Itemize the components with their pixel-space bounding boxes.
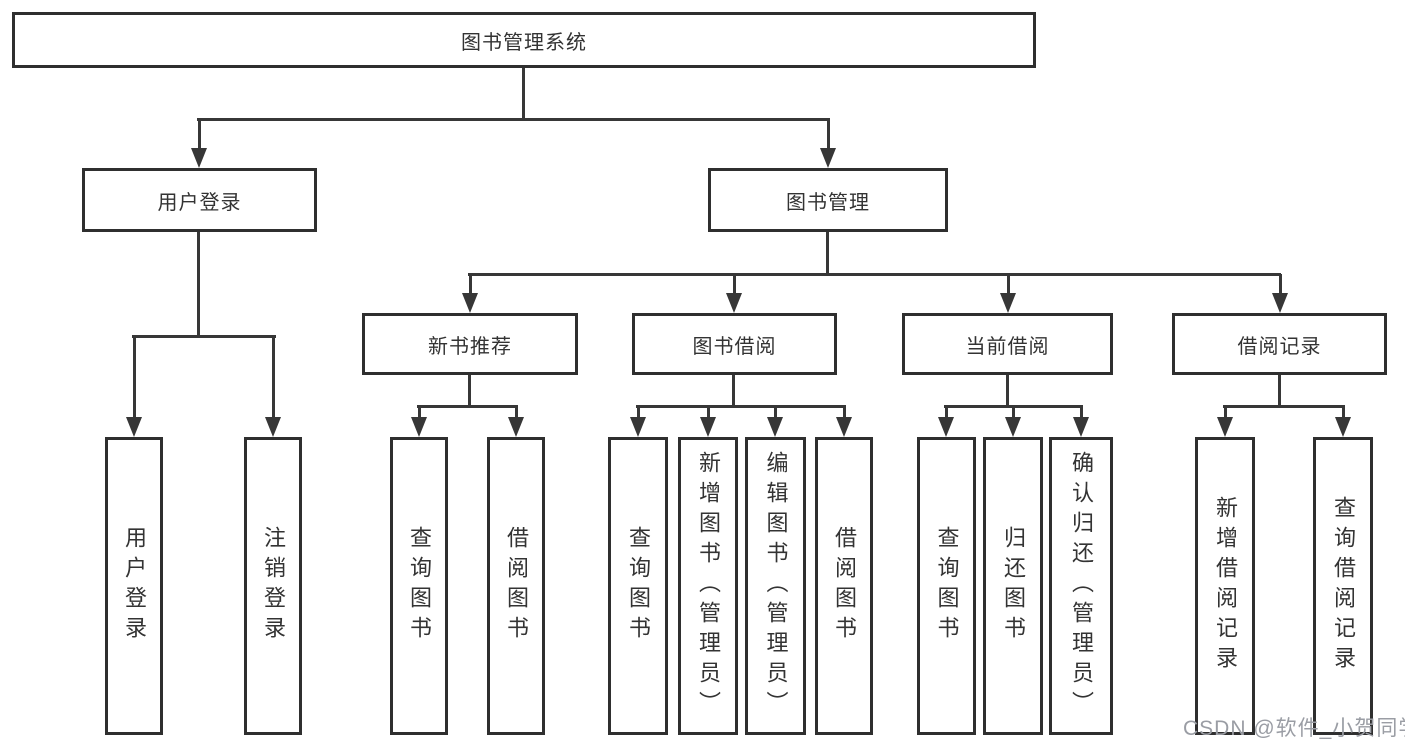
leaf-add-borrow-record: 新增借阅记录: [1195, 437, 1255, 735]
arrow-down-icon: [265, 336, 282, 437]
leaf-edit-books-admin: 编辑图书（管理员）: [745, 437, 806, 735]
connector-line: [1223, 405, 1345, 408]
connector-line: [636, 405, 846, 408]
connector-line: [132, 335, 276, 338]
leaf-label: 新增图书（管理员）: [696, 451, 721, 721]
leaf-label: 用户登录: [122, 526, 147, 646]
node-book-management: 图书管理: [708, 168, 948, 232]
leaf-logout: 注销登录: [244, 437, 302, 735]
connector-line: [197, 230, 200, 338]
arrow-down-icon: [630, 406, 647, 437]
leaf-label: 借阅图书: [832, 526, 857, 646]
leaf-user-login: 用户登录: [105, 437, 163, 735]
leaf-label: 编辑图书（管理员）: [763, 451, 789, 721]
arrow-down-icon: [1073, 406, 1090, 437]
leaf-label: 查询图书: [934, 526, 960, 646]
node-current-borrowing: 当前借阅: [902, 313, 1113, 375]
arrow-down-icon: [1005, 406, 1022, 437]
leaf-label: 新增借阅记录: [1213, 496, 1238, 676]
leaf-borrow-books: 借阅图书: [815, 437, 873, 735]
arrow-down-icon: [508, 406, 525, 437]
leaf-label: 归还图书: [1001, 526, 1026, 646]
connector-line: [732, 373, 735, 408]
arrow-down-icon: [411, 406, 428, 437]
leaf-query-borrow-record: 查询借阅记录: [1313, 437, 1373, 735]
connector-line: [826, 230, 829, 276]
leaf-label: 借阅图书: [504, 526, 529, 646]
arrow-down-icon: [1335, 406, 1352, 437]
arrow-down-icon: [1000, 274, 1017, 313]
arrow-down-icon: [191, 118, 208, 168]
arrow-down-icon: [1217, 406, 1234, 437]
leaf-label: 确认归还（管理员）: [1069, 451, 1094, 721]
connector-line: [197, 118, 829, 121]
watermark-text: CSDN @软件_小贺同学: [1183, 717, 1405, 740]
arrow-down-icon: [126, 336, 143, 437]
arrow-down-icon: [700, 406, 717, 437]
leaf-label: 查询图书: [626, 526, 651, 646]
leaf-return-books: 归还图书: [983, 437, 1043, 735]
node-borrowing-records: 借阅记录: [1172, 313, 1387, 375]
node-book-borrowing: 图书借阅: [632, 313, 837, 375]
connector-line: [522, 66, 525, 120]
leaf-label: 查询图书: [407, 526, 432, 646]
connector-line: [468, 373, 471, 408]
connector-line: [1006, 373, 1009, 408]
arrow-down-icon: [462, 274, 479, 313]
leaf-add-books-admin: 新增图书（管理员）: [678, 437, 738, 735]
leaf-query-books-recommend: 查询图书: [390, 437, 448, 735]
arrow-down-icon: [767, 406, 784, 437]
node-root: 图书管理系统: [12, 12, 1036, 68]
leaf-label: 注销登录: [261, 526, 286, 646]
node-new-book-recommend: 新书推荐: [362, 313, 578, 375]
arrow-down-icon: [938, 406, 955, 437]
leaf-borrow-books-recommend: 借阅图书: [487, 437, 545, 735]
leaf-query-books-borrowing: 查询图书: [608, 437, 668, 735]
arrow-down-icon: [836, 406, 853, 437]
connector-line: [417, 405, 518, 408]
leaf-query-books-current: 查询图书: [917, 437, 976, 735]
leaf-label: 查询借阅记录: [1331, 496, 1356, 676]
node-user-login: 用户登录: [82, 168, 317, 232]
arrow-down-icon: [1272, 274, 1289, 313]
connector-line: [468, 273, 1281, 276]
leaf-confirm-return-admin: 确认归还（管理员）: [1049, 437, 1113, 735]
arrow-down-icon: [820, 118, 837, 168]
arrow-down-icon: [726, 274, 743, 313]
connector-line: [1278, 373, 1281, 408]
